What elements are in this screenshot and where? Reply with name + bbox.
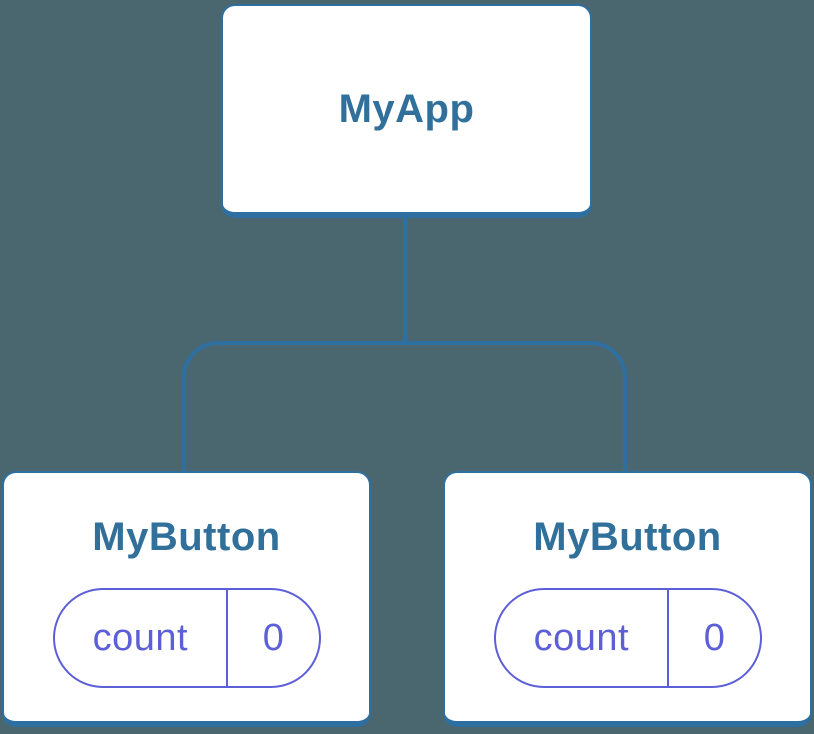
node-myapp-label: MyApp [338,87,475,131]
connector-stem [403,216,408,343]
node-mybutton-left: MyButton count 0 [2,471,371,727]
state-name-right: count [496,590,670,686]
state-value-left: 0 [262,616,284,659]
node-myapp: MyApp [221,4,592,218]
node-mybutton-right-label: MyButton [533,515,722,559]
state-pill-left: count 0 [52,588,321,688]
state-value-right: 0 [703,616,725,659]
node-mybutton-right: MyButton count 0 [443,471,812,727]
connector-bracket [182,341,627,471]
state-name-left: count [55,590,229,686]
node-mybutton-left-label: MyButton [92,515,281,559]
state-pill-right: count 0 [493,588,762,688]
